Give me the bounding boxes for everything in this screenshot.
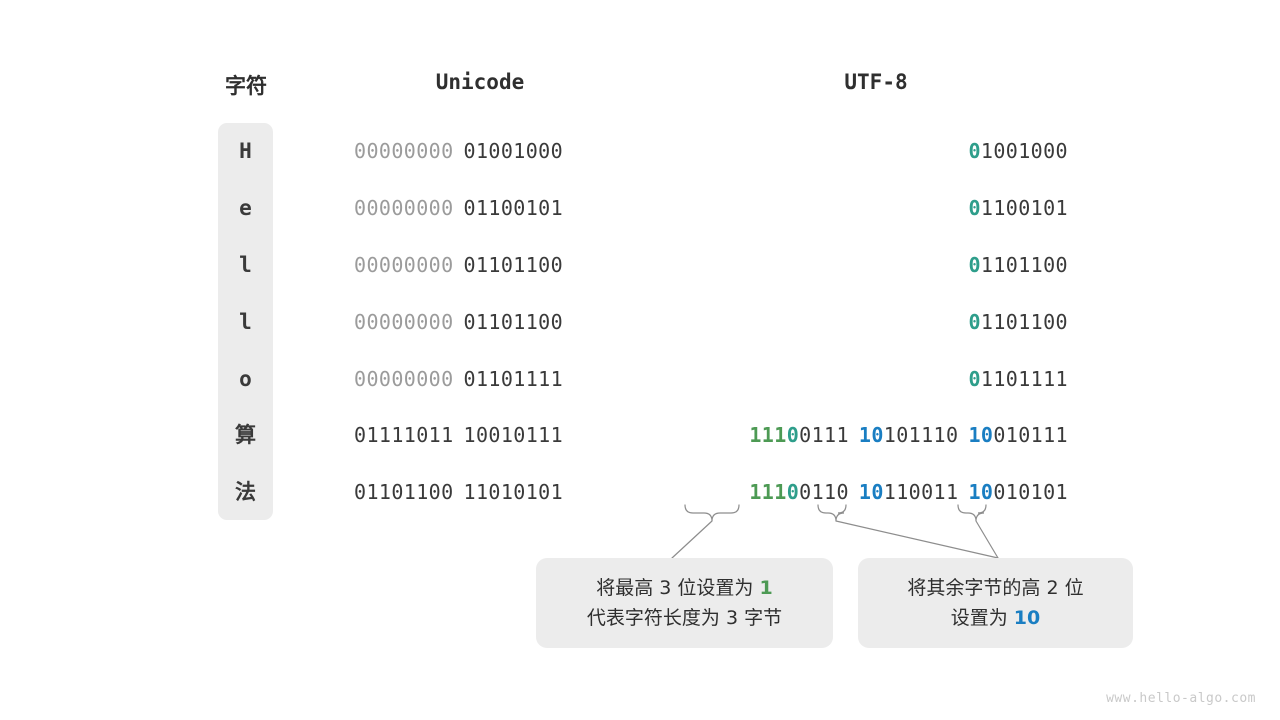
column-header-unicode: Unicode (435, 70, 525, 94)
leader-left-callout (671, 520, 713, 559)
unicode-byte-low: 01101100 (463, 253, 564, 277)
utf8-length-marker-ones: 111 (749, 423, 787, 447)
utf8-length-marker-zero: 0 (786, 480, 800, 504)
callout-right-line-1: 将其余字节的高 2 位 (907, 577, 1084, 599)
character-cell: e (239, 196, 252, 220)
utf8-lead-payload: 1100101 (980, 196, 1068, 220)
unicode-bits: 00000000 01101100 (354, 309, 563, 335)
callout-right-line-2: 设置为 10 (951, 603, 1041, 633)
character-cell: l (239, 253, 252, 277)
unicode-byte-low: 01001000 (463, 139, 564, 163)
utf8-bits: 01101100 (968, 309, 1068, 335)
column-header-utf8: UTF-8 (844, 70, 908, 94)
unicode-byte-low: 01101111 (463, 367, 564, 391)
utf8-continuation-payload: 010111 (993, 423, 1068, 447)
utf8-lead-payload: 1101100 (980, 310, 1068, 334)
utf8-lead-payload: 1101111 (980, 367, 1068, 391)
callout-right-highlight: 10 (1013, 607, 1041, 629)
utf8-lead-payload: 0111 (799, 423, 849, 447)
unicode-byte-high: 00000000 (354, 139, 454, 163)
callout-right-text-a: 设置为 (950, 607, 1014, 629)
unicode-byte-low: 11010101 (463, 480, 564, 504)
utf8-bits: 01100101 (968, 195, 1068, 221)
utf8-continuation-prefix: 10 (858, 480, 884, 504)
unicode-bits: 00000000 01101100 (354, 252, 563, 278)
utf8-lead-prefix: 0 (968, 139, 981, 163)
unicode-byte-high: 00000000 (354, 367, 454, 391)
brace-lead-marker (684, 504, 740, 522)
unicode-byte-low: 01100101 (463, 196, 564, 220)
unicode-byte-low: 10010111 (463, 423, 564, 447)
leader-right-callout-a (835, 520, 999, 559)
unicode-byte-high: 00000000 (354, 196, 454, 220)
character-cell: H (239, 139, 252, 163)
callout-continuation-byte: 将其余字节的高 2 位 设置为 10 (858, 558, 1133, 648)
character-cell: 法 (235, 480, 256, 504)
unicode-bits: 00000000 01001000 (354, 138, 563, 164)
utf8-continuation-payload: 110011 (883, 480, 959, 504)
unicode-byte-high: 00000000 (354, 253, 454, 277)
callout-lead-byte: 将最高 3 位设置为 1 代表字符长度为 3 字节 (536, 558, 833, 648)
utf8-lead-prefix: 0 (968, 367, 981, 391)
utf8-continuation-prefix: 10 (858, 423, 884, 447)
unicode-byte-high: 01111011 (354, 423, 454, 447)
character-cell: 算 (235, 423, 256, 447)
unicode-byte-high: 01101100 (354, 480, 454, 504)
utf8-lead-prefix: 0 (968, 253, 981, 277)
character-cell: o (239, 367, 252, 391)
utf8-continuation-payload: 101110 (883, 423, 959, 447)
leader-right-callout-b (975, 520, 999, 559)
utf8-continuation-prefix: 10 (968, 480, 994, 504)
brace-continuation-2 (957, 504, 987, 522)
utf8-bits: 01101100 (968, 252, 1068, 278)
utf8-lead-prefix: 0 (968, 310, 981, 334)
character-cell: l (239, 310, 252, 334)
utf8-continuation-prefix: 10 (968, 423, 994, 447)
utf8-length-marker-zero: 0 (786, 423, 800, 447)
unicode-byte-low: 01101100 (463, 310, 564, 334)
callout-left-line-2: 代表字符长度为 3 字节 (586, 607, 783, 629)
utf8-lead-payload: 1101100 (980, 253, 1068, 277)
utf8-lead-payload: 0110 (799, 480, 849, 504)
unicode-bits: 01101100 11010101 (354, 479, 563, 505)
unicode-bits: 01111011 10010111 (354, 422, 563, 448)
brace-continuation-1 (817, 504, 847, 522)
utf8-bits: 01101111 (968, 366, 1068, 392)
utf8-continuation-payload: 010101 (993, 480, 1068, 504)
callout-left-text-a: 将最高 3 位设置为 (596, 577, 760, 599)
unicode-bits: 00000000 01101111 (354, 366, 563, 392)
watermark: www.hello-algo.com (1106, 691, 1256, 706)
utf8-lead-payload: 1001000 (980, 139, 1068, 163)
unicode-byte-high: 00000000 (354, 310, 454, 334)
character-column-panel (218, 123, 273, 520)
callout-left-line-1: 将最高 3 位设置为 1 (596, 573, 772, 603)
callout-left-highlight: 1 (759, 577, 773, 599)
utf8-length-marker-ones: 111 (749, 480, 787, 504)
unicode-bits: 00000000 01100101 (354, 195, 563, 221)
column-header-character: 字符 (225, 74, 267, 98)
utf8-bits: 01001000 (968, 138, 1068, 164)
utf8-lead-prefix: 0 (968, 196, 981, 220)
